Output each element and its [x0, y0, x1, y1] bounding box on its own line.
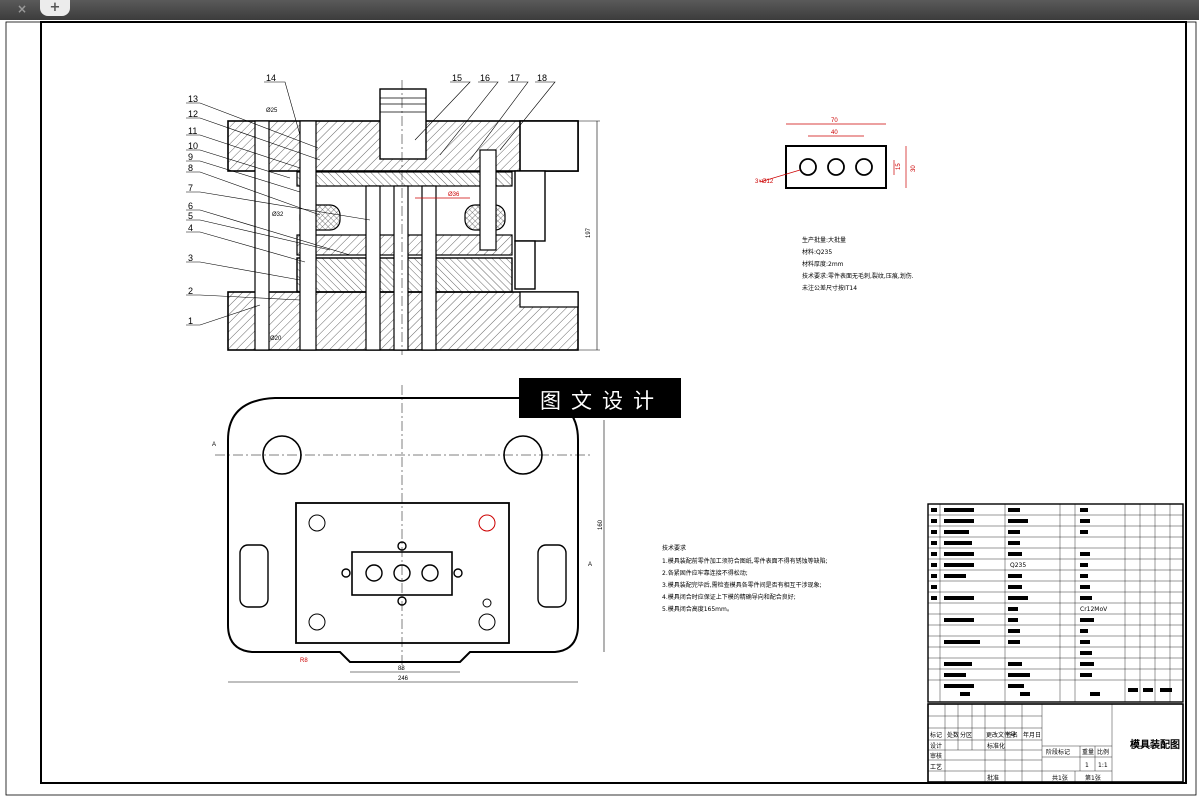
strip-part-view: 70 40 30 15 3×Ø12 [755, 118, 917, 189]
svg-text:R8: R8 [300, 658, 308, 664]
part-label: 8 [188, 163, 193, 173]
bill-of-materials: Q235 Cr12MoV [927, 503, 1184, 703]
part-numbers: 1 2 3 4 5 6 7 8 9 10 11 12 13 14 15 16 1… [188, 73, 547, 326]
new-tab-button[interactable]: + [40, 0, 70, 16]
svg-text:共1张: 共1张 [1052, 774, 1068, 782]
section-view: 197 Ø36 Ø25 Ø32 Ø20 [227, 80, 600, 355]
svg-text:Cr12MoV: Cr12MoV [1080, 606, 1108, 613]
svg-text:模具装配图: 模具装配图 [1130, 738, 1180, 751]
part-label: 4 [188, 223, 193, 233]
assembly-drawing: 197 Ø36 Ø25 Ø32 Ø20 1 2 3 4 5 6 7 8 [5, 21, 1197, 796]
svg-text:标准化: 标准化 [987, 742, 1005, 750]
part-info: 生产批量:大批量 材料:Q235 材料厚度:2mm 技术要求:零件表面无毛刺,裂… [802, 236, 914, 292]
part-label: 5 [188, 211, 193, 221]
part-label: 6 [188, 201, 193, 211]
part-label: 17 [510, 73, 520, 83]
part-label: 10 [188, 141, 198, 151]
svg-text:Ø32: Ø32 [272, 212, 284, 218]
part-label: 1 [188, 316, 193, 326]
part-label: 9 [188, 152, 193, 162]
svg-text:30: 30 [911, 165, 917, 172]
svg-text:生产批量:大批量: 生产批量:大批量 [802, 236, 846, 244]
svg-text:比例: 比例 [1097, 748, 1109, 756]
part-label: 14 [266, 73, 276, 83]
svg-text:3.模具装配完毕后,需检查模具各零件间是否有相互干涉现象;: 3.模具装配完毕后,需检查模具各零件间是否有相互干涉现象; [662, 581, 822, 589]
svg-text:15: 15 [896, 163, 902, 170]
svg-text:设计: 设计 [930, 742, 942, 750]
svg-text:A: A [588, 562, 592, 568]
svg-text:更改文件号: 更改文件号 [986, 731, 1016, 739]
svg-text:88: 88 [398, 666, 405, 672]
svg-text:1: 1 [1085, 762, 1089, 769]
tech-requirements: 技术要求 1.模具装配前零件加工须符合图纸,零件表面不得有锈蚀等缺陷; 2.各紧… [662, 544, 828, 613]
svg-text:5.模具闭合高度165mm。: 5.模具闭合高度165mm。 [662, 605, 733, 613]
svg-text:处数: 处数 [947, 731, 959, 739]
svg-text:70: 70 [831, 118, 838, 124]
svg-text:197: 197 [586, 227, 592, 238]
svg-text:A: A [212, 442, 216, 448]
svg-text:40: 40 [831, 130, 838, 136]
svg-text:审核: 审核 [930, 752, 942, 760]
svg-text:Ø20: Ø20 [270, 336, 282, 342]
svg-text:材料厚度:2mm: 材料厚度:2mm [802, 260, 844, 268]
svg-text:图文设计: 图文设计 [540, 389, 664, 413]
svg-text:重量: 重量 [1082, 748, 1094, 756]
svg-text:第1张: 第1张 [1085, 774, 1101, 782]
browser-tab-bar: × + [0, 0, 1199, 20]
svg-text:3×Ø12: 3×Ø12 [755, 179, 774, 185]
part-label: 16 [480, 73, 490, 83]
svg-text:Q235: Q235 [1010, 562, 1026, 569]
svg-text:技术要求:零件表面无毛刺,裂纹,压痕,划伤.: 技术要求:零件表面无毛刺,裂纹,压痕,划伤. [802, 272, 914, 280]
close-tab-icon[interactable]: × [16, 2, 28, 16]
svg-text:4.模具闭合时应保证上下模的精确导向和配合良好;: 4.模具闭合时应保证上下模的精确导向和配合良好; [662, 593, 796, 601]
part-label: 15 [452, 73, 462, 83]
part-label: 11 [188, 126, 197, 136]
svg-text:材料:Q235: 材料:Q235 [802, 248, 832, 256]
svg-text:Ø25: Ø25 [266, 108, 278, 114]
svg-text:批准: 批准 [987, 774, 999, 782]
part-label: 18 [537, 73, 547, 83]
svg-text:2.各紧固件应牢靠连接不得松动;: 2.各紧固件应牢靠连接不得松动; [662, 569, 748, 577]
part-label: 12 [188, 109, 198, 119]
svg-text:阶段标记: 阶段标记 [1046, 748, 1070, 756]
part-label: 13 [188, 94, 198, 104]
svg-text:246: 246 [398, 676, 409, 682]
svg-text:1:1: 1:1 [1098, 762, 1108, 769]
part-label: 7 [188, 183, 193, 193]
part-label: 3 [188, 253, 193, 263]
plan-view: 246 88 160 R8 A A [212, 385, 605, 683]
svg-text:1.模具装配前零件加工须符合图纸,零件表面不得有锈蚀等缺陷;: 1.模具装配前零件加工须符合图纸,零件表面不得有锈蚀等缺陷; [662, 557, 828, 565]
title-block: 标记 处数 分区 更改文件号 签名 年月日 设计 标准化 审核 工艺 批准 阶段… [927, 703, 1184, 783]
inner-frame [40, 21, 1187, 784]
svg-text:160: 160 [598, 519, 604, 530]
svg-text:分区: 分区 [960, 731, 972, 739]
svg-text:签名: 签名 [1006, 731, 1018, 739]
svg-text:技术要求: 技术要求 [662, 544, 686, 552]
svg-text:年月日: 年月日 [1023, 731, 1041, 739]
svg-text:未注公差尺寸按IT14: 未注公差尺寸按IT14 [802, 284, 857, 292]
svg-text:工艺: 工艺 [930, 763, 942, 771]
drawing-sheet: 197 Ø36 Ø25 Ø32 Ø20 1 2 3 4 5 6 7 8 [0, 20, 1199, 798]
part-number-leaders [186, 81, 556, 326]
svg-text:Ø36: Ø36 [448, 192, 460, 198]
svg-text:标记: 标记 [930, 731, 942, 739]
watermark: 图文设计 [519, 378, 681, 418]
part-label: 2 [188, 286, 193, 296]
